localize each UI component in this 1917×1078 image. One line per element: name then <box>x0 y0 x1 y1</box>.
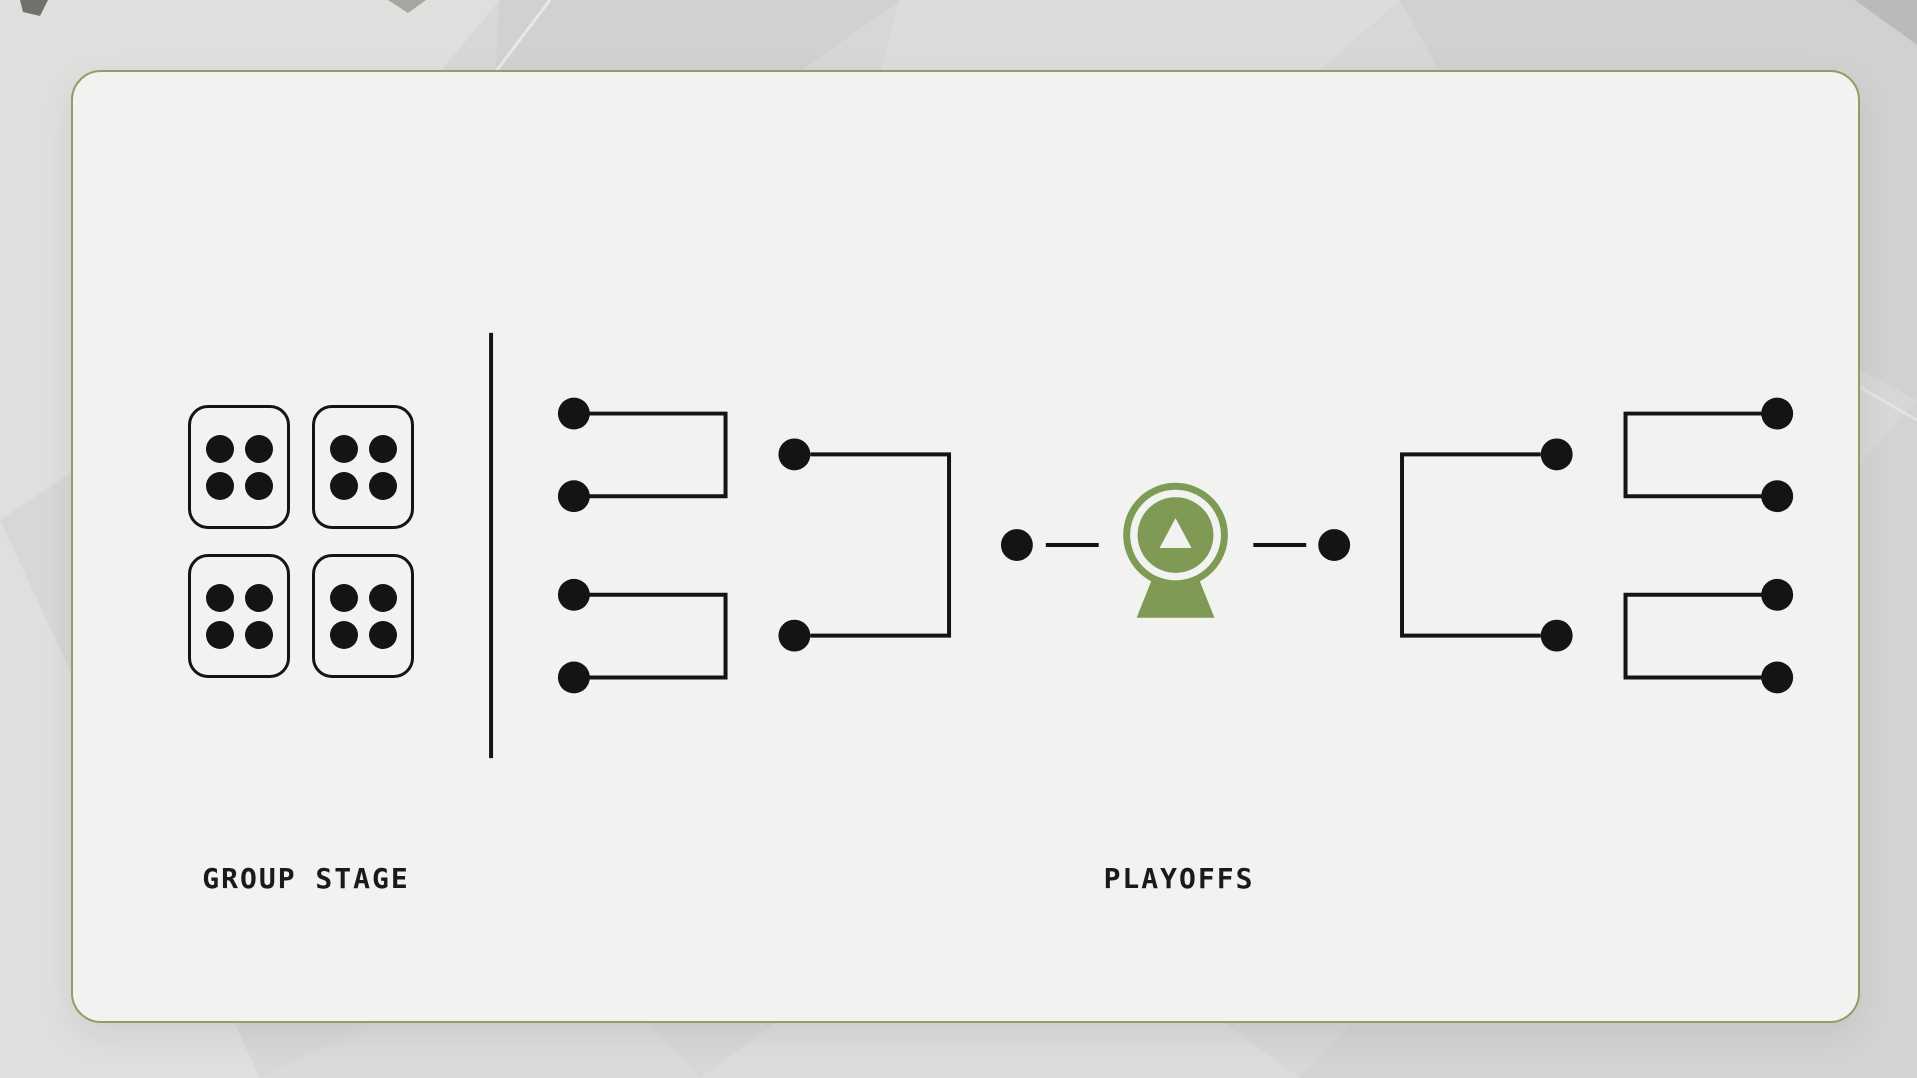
finalist-dot <box>1000 529 1033 561</box>
tournament-format-card: GROUP STAGE PLAYOFFS <box>71 70 1860 1023</box>
bracket-line <box>588 411 728 499</box>
team-dot <box>368 583 397 612</box>
group-stage-label: GROUP STAGE <box>202 862 410 895</box>
team-dot <box>557 480 590 513</box>
team-dot <box>368 471 397 500</box>
group-stage-diagram <box>188 405 414 678</box>
bracket-line <box>1400 452 1541 638</box>
team-dot <box>1761 480 1794 513</box>
team-dot <box>244 583 273 612</box>
team-dot <box>205 583 234 612</box>
background-dark-accent <box>20 0 48 16</box>
group-card <box>188 405 290 529</box>
trophy-icon <box>1123 482 1228 618</box>
team-dot <box>205 434 234 463</box>
team-dot <box>1761 397 1794 430</box>
finalist-dot <box>1318 529 1351 561</box>
playoff-bracket-diagram <box>489 332 1794 759</box>
group-card <box>312 554 414 678</box>
team-dot <box>244 434 273 463</box>
group-card <box>312 405 414 529</box>
trophy-triangle <box>1159 518 1192 548</box>
team-dot <box>368 434 397 463</box>
team-dot <box>557 661 590 694</box>
bracket-line <box>810 452 952 638</box>
team-dot <box>1540 438 1573 471</box>
bracket-line <box>588 592 728 680</box>
team-dot <box>244 471 273 500</box>
team-dot <box>1761 578 1794 611</box>
team-dot <box>557 397 590 430</box>
playoffs-label: PLAYOFFS <box>1103 862 1255 895</box>
team-dot <box>329 434 358 463</box>
team-dot <box>778 438 811 471</box>
team-dot <box>778 619 811 652</box>
team-dot <box>329 471 358 500</box>
team-dot <box>557 578 590 611</box>
team-dot <box>205 471 234 500</box>
background-dark-accent <box>1855 0 1917 45</box>
team-dot <box>329 620 358 649</box>
team-dot <box>244 620 273 649</box>
team-dot <box>368 620 397 649</box>
team-dot <box>205 620 234 649</box>
team-dot <box>1761 661 1794 694</box>
team-dot <box>329 583 358 612</box>
bracket-line <box>1623 411 1763 499</box>
team-dot <box>1540 619 1573 652</box>
group-card <box>188 554 290 678</box>
bracket-line <box>1623 592 1763 680</box>
background-dark-accent <box>388 0 426 13</box>
